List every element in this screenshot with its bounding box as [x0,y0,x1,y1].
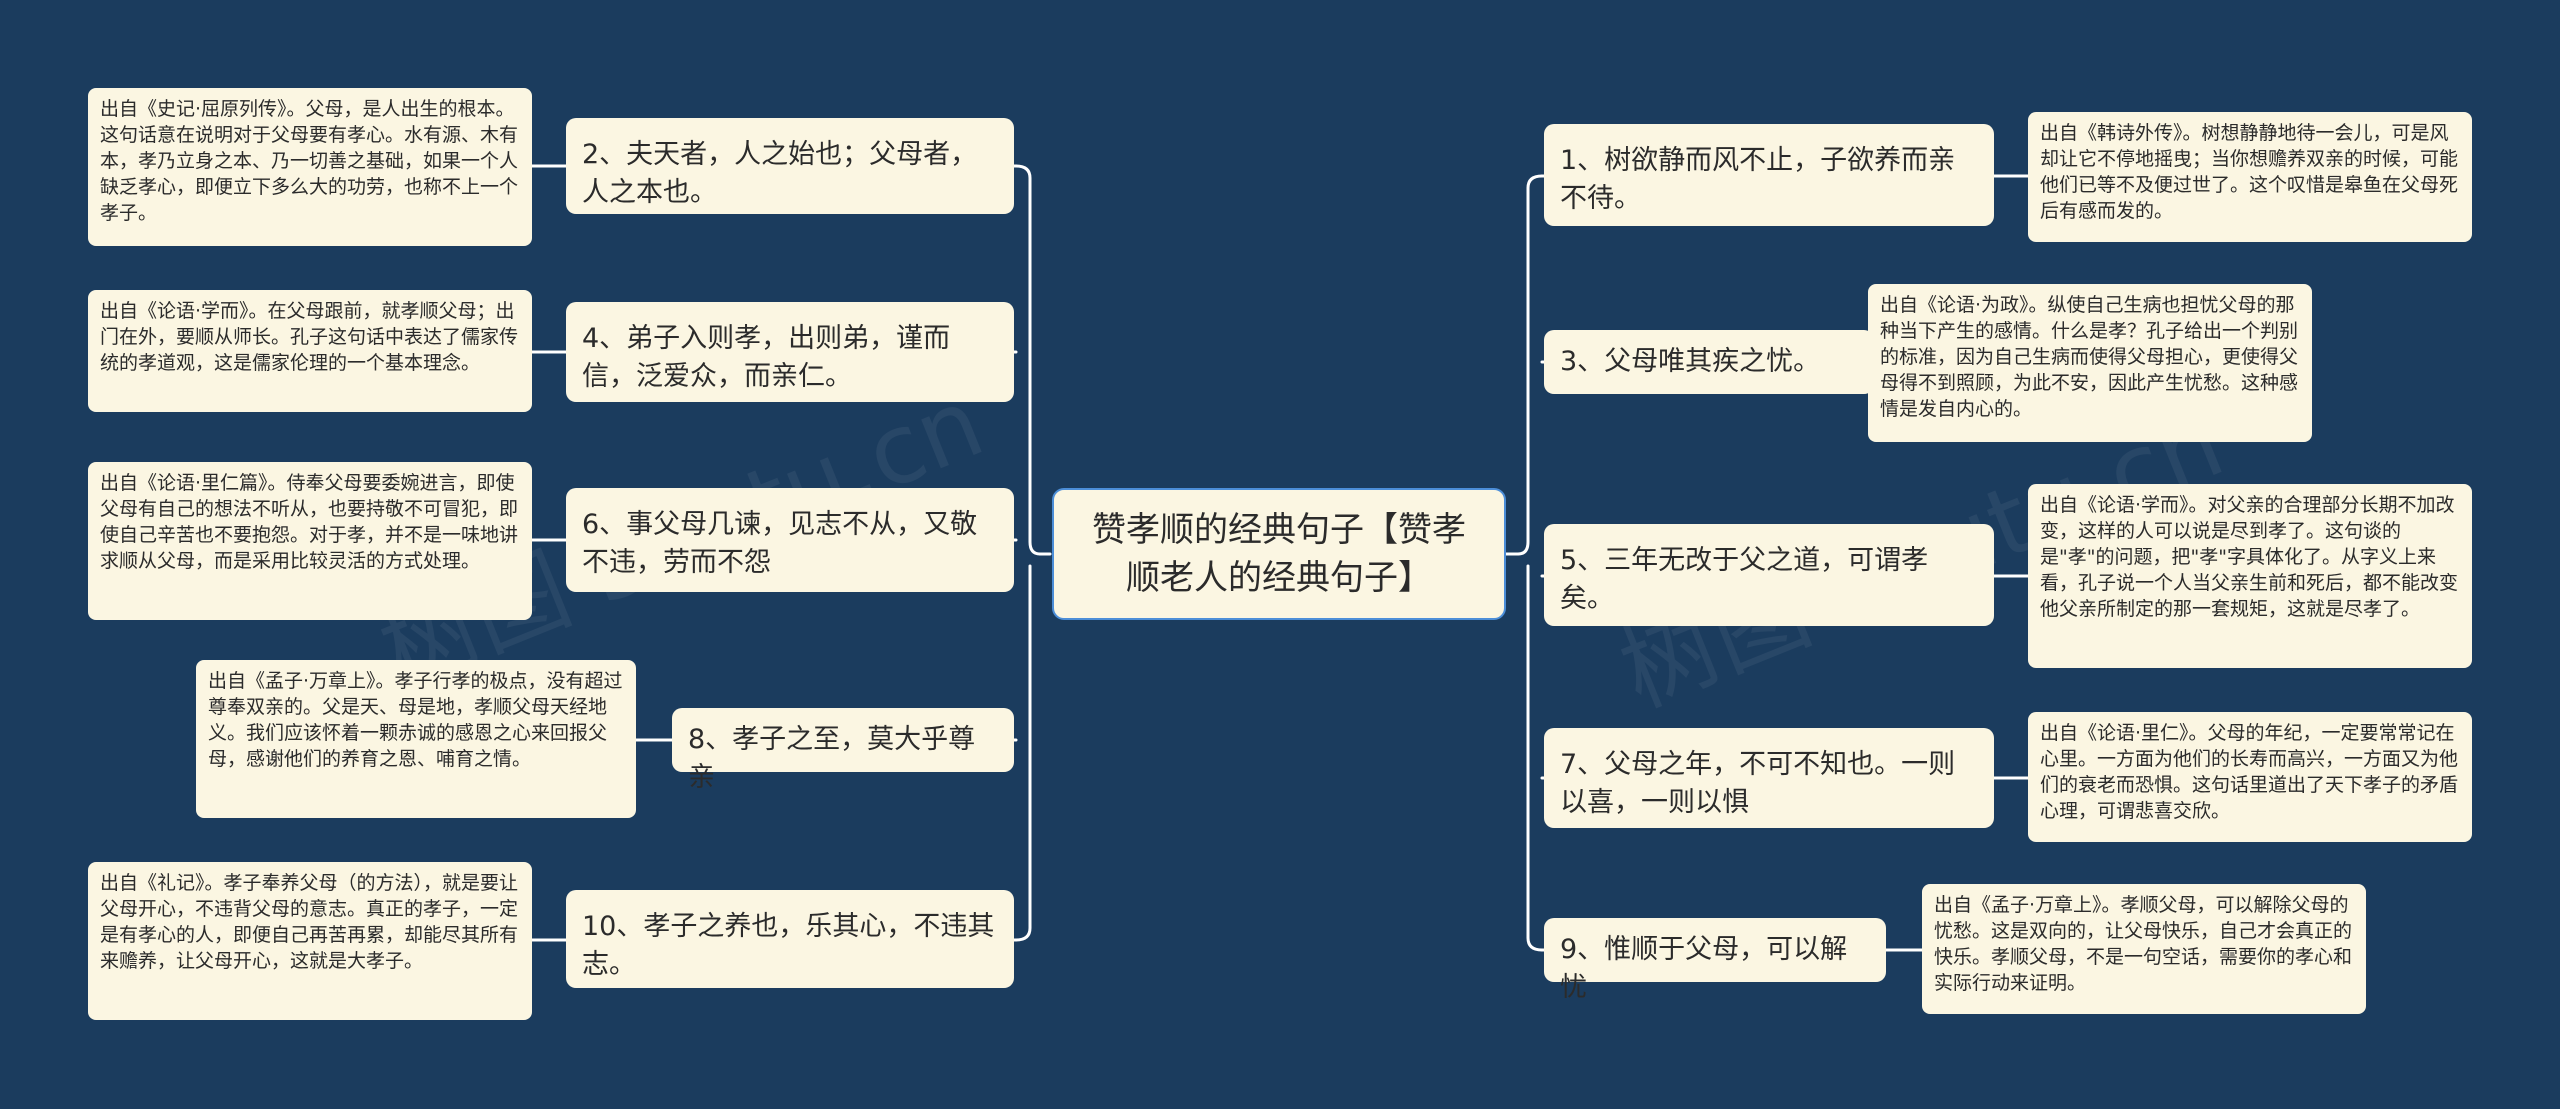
branch-node-4[interactable]: 4、弟子入则孝，出则弟，谨而信，泛爱众，而亲仁。 [566,302,1014,402]
branch-label: 6、事父母几谏，见志不从，又敬不违，劳而不怨 [582,509,978,578]
left-bracket-lower [1014,564,1032,942]
note-text: 出自《论语·学而》。在父母跟前，就孝顺父母；出门在外，要顺从师长。孔子这句话中表… [100,300,519,374]
branch-label: 10、孝子之养也，乐其心，不违其志。 [582,911,995,980]
branch-node-10[interactable]: 10、孝子之养也，乐其心，不违其志。 [566,890,1014,988]
note-node-10[interactable]: 出自《礼记》。孝子奉养父母（的方法），就是要让父母开心，不违背父母的意志。真正的… [88,862,532,1020]
note-text: 出自《礼记》。孝子奉养父母（的方法），就是要让父母开心，不违背父母的意志。真正的… [100,872,519,972]
branch-node-5[interactable]: 5、三年无改于父之道，可谓孝矣。 [1544,524,1994,626]
note-node-1[interactable]: 出自《韩诗外传》。树想静静地待一会儿，可是风却让它不停地摇曳；当你想赡养双亲的时… [2028,112,2472,242]
note-node-6[interactable]: 出自《论语·里仁篇》。侍奉父母要委婉进言，即使父母有自己的想法不听从，也要持敬不… [88,462,532,620]
branch-node-1[interactable]: 1、树欲静而风不止，子欲养而亲不待。 [1544,124,1994,226]
branch-label: 4、弟子入则孝，出则弟，谨而信，泛爱众，而亲仁。 [582,323,951,392]
note-node-7[interactable]: 出自《论语·里仁》。父母的年纪，一定要常常记在心里。一方面为他们的长寿而高兴，一… [2028,712,2472,842]
branch-node-3[interactable]: 3、父母唯其疾之忧。 [1544,330,1874,394]
central-topic[interactable]: 赞孝顺的经典句子【赞孝顺老人的经典句子】 [1052,488,1506,620]
central-topic-label: 赞孝顺的经典句子【赞孝顺老人的经典句子】 [1092,510,1466,598]
note-node-5[interactable]: 出自《论语·学而》。对父亲的合理部分长期不加改变，这样的人可以说是尽到孝了。这句… [2028,484,2472,668]
note-text: 出自《史记·屈原列传》。父母，是人出生的根本。这句话意在说明对于父母要有孝心。水… [100,98,519,224]
note-node-4[interactable]: 出自《论语·学而》。在父母跟前，就孝顺父母；出门在外，要顺从师长。孔子这句话中表… [88,290,532,412]
branch-label: 2、夫天者，人之始也；父母者，人之本也。 [582,139,978,208]
note-text: 出自《韩诗外传》。树想静静地待一会儿，可是风却让它不停地摇曳；当你想赡养双亲的时… [2040,122,2459,222]
note-text: 出自《孟子·万章上》。孝顺父母，可以解除父母的忧愁。这是双向的，让父母快乐，自己… [1934,894,2353,994]
branch-label: 7、父母之年，不可不知也。一则以喜，一则以惧 [1560,749,1956,818]
branch-label: 3、父母唯其疾之忧。 [1560,346,1821,377]
branch-node-2[interactable]: 2、夫天者，人之始也；父母者，人之本也。 [566,118,1014,214]
note-text: 出自《孟子·万章上》。孝子行孝的极点，没有超过尊奉双亲的。父是天、母是地，孝顺父… [208,670,623,770]
note-node-8[interactable]: 出自《孟子·万章上》。孝子行孝的极点，没有超过尊奉双亲的。父是天、母是地，孝顺父… [196,660,636,818]
note-node-2[interactable]: 出自《史记·屈原列传》。父母，是人出生的根本。这句话意在说明对于父母要有孝心。水… [88,88,532,246]
note-node-3[interactable]: 出自《论语·为政》。纵使自己生病也担忧父母的那种当下产生的感情。什么是孝？孔子给… [1868,284,2312,442]
branch-node-8[interactable]: 8、孝子之至，莫大乎尊亲 [672,708,1014,793]
note-text: 出自《论语·学而》。对父亲的合理部分长期不加改变，这样的人可以说是尽到孝了。这句… [2040,494,2459,620]
branch-label: 1、树欲静而风不止，子欲养而亲不待。 [1560,145,1956,214]
branch-label: 5、三年无改于父之道，可谓孝矣。 [1560,545,1929,614]
note-text: 出自《论语·为政》。纵使自己生病也担忧父母的那种当下产生的感情。什么是孝？孔子给… [1880,294,2299,420]
right-bracket-upper [1516,174,1544,556]
note-node-9[interactable]: 出自《孟子·万章上》。孝顺父母，可以解除父母的忧愁。这是双向的，让父母快乐，自己… [1922,884,2366,1014]
note-text: 出自《论语·里仁篇》。侍奉父母要委婉进言，即使父母有自己的想法不听从，也要持敬不… [100,472,519,572]
left-bracket-upper [1014,164,1042,556]
right-bracket-lower [1526,564,1544,952]
note-text: 出自《论语·里仁》。父母的年纪，一定要常常记在心里。一方面为他们的长寿而高兴，一… [2040,722,2459,822]
branch-label: 9、惟顺于父母，可以解忧 [1560,934,1848,1003]
branch-node-9[interactable]: 9、惟顺于父母，可以解忧 [1544,918,1886,1003]
branch-node-6[interactable]: 6、事父母几谏，见志不从，又敬不违，劳而不怨 [566,488,1014,592]
branch-node-7[interactable]: 7、父母之年，不可不知也。一则以喜，一则以惧 [1544,728,1994,828]
branch-label: 8、孝子之至，莫大乎尊亲 [688,724,976,793]
